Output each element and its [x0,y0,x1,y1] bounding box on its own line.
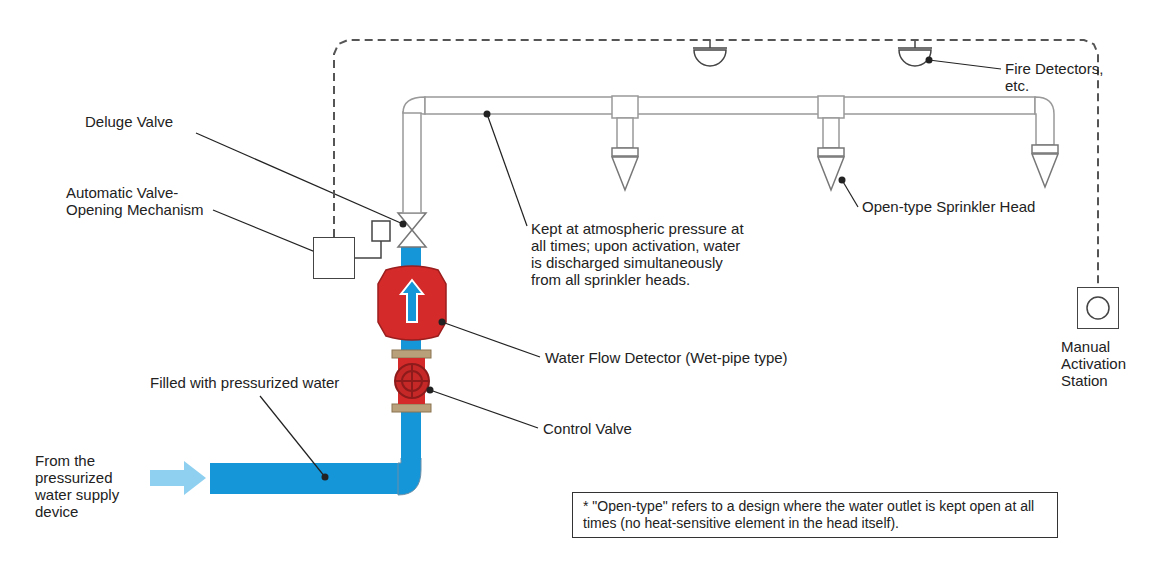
part-label: Deluge Valve [85,113,173,130]
leader-dot [400,221,407,228]
part-label: From the pressurized water supply device [35,452,131,520]
note-label: Kept at atmospheric pressure at all time… [531,220,751,288]
pipe-elbow [403,97,425,114]
leader-line [929,60,1001,69]
flow-detector-body [378,266,446,340]
detector-label: Fire Detectors, etc. [1005,60,1117,94]
pipe-elbow [398,458,421,495]
mechanism-box: Automatic Valve-Opening Mechanism [313,237,355,279]
flow-arrow [401,280,423,322]
open-sprinkler-head [1032,154,1058,187]
fire-detectors [693,40,932,66]
riser-pipe [401,410,421,460]
part-label: Control Valve [543,420,632,437]
fire-detector [694,50,726,66]
actuator-wire [355,241,381,258]
leader-dot [839,177,846,184]
head-flange [1032,145,1058,153]
open-sprinkler-head [818,157,844,190]
pipe-elbow [1035,97,1054,145]
valve-flange [392,404,431,412]
dry-pipe [403,112,421,213]
part-label: Automatic Valve-Opening Mechanism [66,184,211,218]
leader-dot [322,474,329,481]
part-label: Filled with pressurized water [150,374,339,391]
head-flange [612,148,638,156]
supply-arrow [150,461,206,495]
leader-line [442,322,540,357]
valve-flange [392,350,431,358]
pipe-tee [612,96,638,118]
sprinkler-heads [612,145,1058,190]
manual-station-box: Manual Activation Station [1077,287,1119,329]
part-label: Water Flow Detector (Wet-pipe type) [545,349,788,366]
leader-line [196,133,403,224]
deluge-valve [398,213,426,230]
deluge-valve [398,230,426,247]
detector-mount [693,40,727,48]
leader-line [487,114,527,226]
drop-pipe [823,118,839,148]
leader-dot [926,57,933,64]
leader-line [430,390,538,428]
branch-pipe [425,97,1035,114]
leader-dot [427,387,434,394]
part-label: Open-type Sprinkler Head [862,198,1035,215]
control-valve-spokes [395,364,429,398]
signal-wire [334,40,1098,287]
drop-pipe [617,118,633,148]
leader-dot [439,319,446,326]
note-box: * "Open-type" refers to a design where t… [572,492,1058,538]
valve-actuator [372,221,390,241]
leader-dots [322,57,933,481]
pipe-tee [818,96,844,118]
supply-pipe [210,463,402,494]
head-flange [818,148,844,156]
open-sprinkler-head [612,157,638,190]
leader-lines [196,60,1001,477]
leader-dot [484,111,491,118]
station-button [1087,297,1109,319]
control-valve-wheel [395,364,429,398]
detector-mount [898,40,932,48]
note-text: * "Open-type" refers to a design where t… [583,498,1047,532]
leader-line [842,180,858,207]
leader-line [260,396,325,477]
part-label: Manual Activation Station [1061,338,1143,389]
